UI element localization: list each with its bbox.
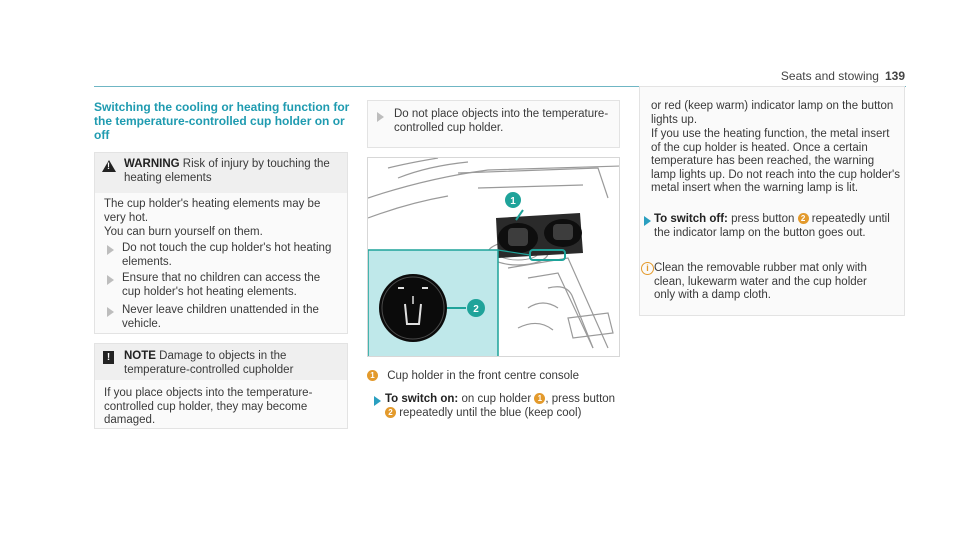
step-box xyxy=(367,100,620,148)
cleaning-info: Clean the removable rubber mat only with… xyxy=(654,262,867,301)
switch-off-text: press button xyxy=(731,213,795,225)
switch-on-label: To switch on: xyxy=(385,393,459,405)
switch-on-text: repeatedly until the blue (keep cool) xyxy=(399,406,582,419)
warning-body: The cup holder's heating elements may be… xyxy=(104,198,321,224)
warning-box xyxy=(94,152,348,334)
cup-holder-figure: 1 2 xyxy=(367,157,620,357)
header-rule xyxy=(94,86,906,87)
info-icon: i xyxy=(641,262,654,275)
step-arrow-icon xyxy=(374,396,381,406)
step-arrow-icon xyxy=(107,307,114,317)
warning-step: Never leave children unattended in the v… xyxy=(122,304,319,330)
console-illustration: 1 2 xyxy=(368,158,619,356)
running-header: Seats and stowing 139 xyxy=(781,69,905,83)
switch-on-text: , press button xyxy=(545,393,616,405)
continuation-box xyxy=(639,86,905,316)
page-number: 139 xyxy=(884,69,905,83)
note-heading: NOTE Damage to objects in the temperatur… xyxy=(124,350,342,377)
marker-2: 2 xyxy=(385,406,396,418)
step-arrow-icon xyxy=(644,216,651,226)
caption-marker: 1 xyxy=(367,370,378,381)
switch-off-step: To switch off: press button 2 repeatedly… xyxy=(654,213,899,240)
warning-icon xyxy=(102,160,116,172)
note-label: NOTE xyxy=(124,350,156,362)
heating-info: If you use the heating function, the met… xyxy=(651,128,900,194)
switch-on-continued: or red (keep warm) indicator lamp on the… xyxy=(651,100,894,126)
note-body: If you place objects into the temperatur… xyxy=(104,387,313,426)
switch-off-text: repeatedly until the indicator lamp on t… xyxy=(654,213,890,239)
step-arrow-icon xyxy=(107,245,114,255)
switch-on-step: To switch on: on cup holder 1, press but… xyxy=(385,393,617,420)
callout-1: 1 xyxy=(510,196,516,207)
marker-1: 1 xyxy=(534,393,546,404)
step-arrow-icon xyxy=(107,275,114,285)
marker-2: 2 xyxy=(797,213,809,224)
section-title: Switching the cooling or heating functio… xyxy=(94,100,350,142)
warning-heading: WARNING Risk of injury by touching the h… xyxy=(124,158,342,185)
section-name: Seats and stowing xyxy=(780,69,879,83)
warning-body-2: You can burn yourself on them. xyxy=(104,226,263,238)
figure-caption: 1 Cup holder in the front centre console xyxy=(367,370,620,384)
caption-text: Cup holder in the front centre console xyxy=(387,370,579,382)
note-heading-text: Damage to objects in the temperature-con… xyxy=(124,350,294,376)
warning-step: Do not touch the cup holder's hot heatin… xyxy=(122,242,332,268)
warning-label: WARNING xyxy=(124,158,180,170)
col2-step: Do not place objects into the temperatur… xyxy=(394,108,609,134)
switch-off-label: To switch off: xyxy=(654,213,728,225)
switch-on-text: on cup holder xyxy=(461,393,532,405)
step-arrow-icon xyxy=(377,112,384,122)
warning-step: Ensure that no children can access the c… xyxy=(122,272,321,298)
note-box xyxy=(94,343,348,429)
callout-2: 2 xyxy=(473,304,479,315)
warning-heading-text: Risk of injury by touching the heating e… xyxy=(124,158,330,184)
note-icon: ! xyxy=(103,351,114,364)
